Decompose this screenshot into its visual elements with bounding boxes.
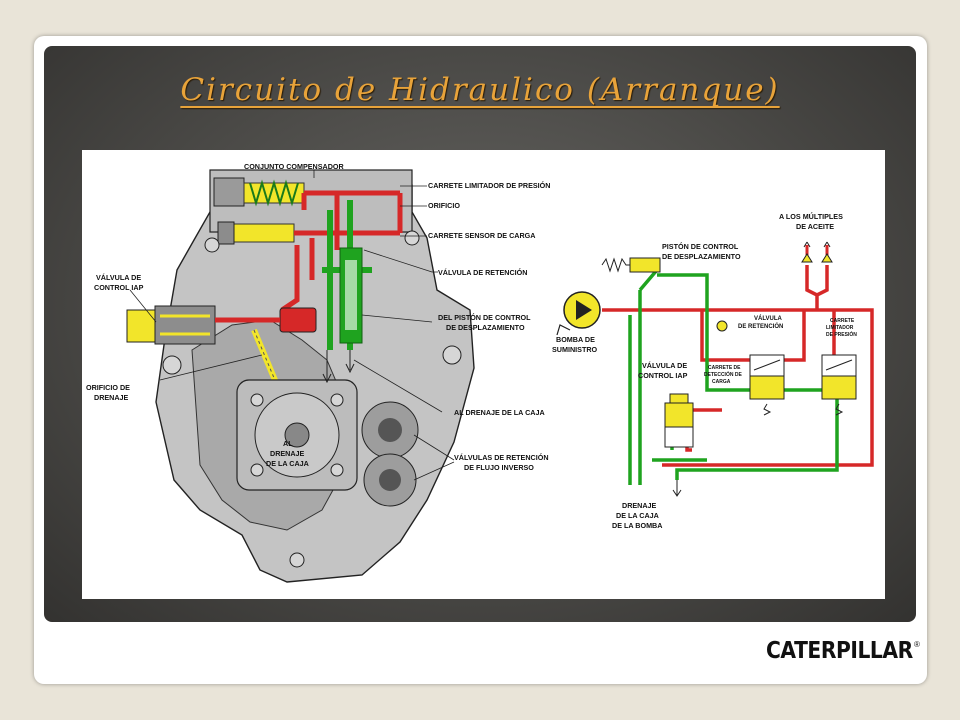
red-passages-mid — [280, 238, 315, 313]
reverse-check-valve-upper-core — [378, 418, 402, 442]
supply-pump-arrow — [576, 300, 592, 320]
label-carrete-det-3: CARGA — [712, 379, 731, 385]
red-sensor-loop — [700, 310, 806, 362]
label-multiples-1: A LOS MÚLTIPLES — [779, 212, 843, 221]
shaft — [284, 422, 310, 448]
label-valvulas-flujo-1: VÁLVULAS DE RETENCIÓN — [454, 453, 549, 462]
label-valvulas-flujo-2: DE FLUJO INVERSO — [464, 463, 534, 472]
label-conjunto-compensador: CONJUNTO COMPENSADOR — [244, 162, 345, 171]
label-al-drenaje-caja: AL DRENAJE DE LA CAJA — [454, 408, 545, 417]
manifold-check-valves — [801, 253, 833, 263]
red-main-line — [602, 308, 874, 467]
slide-title: Circuito de Hidraulico (Arranque) — [180, 72, 780, 108]
label-carrete-lim-1: CARRETE — [830, 318, 855, 324]
label-orificio: ORIFICIO — [428, 201, 460, 210]
displacement-piston-spring — [601, 257, 630, 273]
label-carrete-det-1: CARRETE DE — [708, 365, 741, 371]
check-valve-symbol — [716, 320, 728, 332]
hydraulic-schematic — [556, 241, 874, 497]
housing-bolts — [162, 230, 462, 568]
label-bomba-1: BOMBA DE — [556, 335, 595, 344]
iap-schematic-upper — [664, 402, 694, 428]
red-passages-top — [294, 190, 403, 250]
label-multiples-2: DE ACEITE — [796, 222, 834, 231]
green-valve-bore — [345, 260, 357, 330]
pressure-limiter-spring — [825, 359, 853, 416]
label-carrete-limitador: CARRETE LIMITADOR DE PRESIÓN — [428, 181, 550, 190]
pressure-limiter-spool — [821, 375, 857, 400]
label-carrete-sensor: CARRETE SENSOR DE CARGA — [428, 231, 535, 240]
diagram-svg: CONJUNTO COMPENSADOR CARRETE LIMITADOR D… — [86, 162, 874, 583]
label-valvula-iap-r-2: CONTROL IAP — [638, 371, 688, 380]
red-piston — [279, 307, 317, 333]
label-orificio-drenaje-1: ORIFICIO DE — [86, 383, 130, 392]
manifold-arrows — [803, 241, 831, 248]
drain-arrow — [672, 480, 682, 497]
displacement-piston — [629, 257, 661, 273]
drain-orifice-line — [253, 329, 278, 386]
label-valvula-iap-1: VÁLVULA DE — [96, 273, 141, 282]
load-sensing-spool — [749, 375, 785, 400]
registered-mark: ® — [914, 640, 920, 649]
label-al-drenaje-2: DRENAJE — [270, 449, 305, 458]
red-manifold-outlets — [805, 245, 829, 260]
label-piston-2: DE DESPLAZAMIENTO — [446, 323, 525, 332]
iap-schematic-lower — [664, 426, 694, 448]
iap-valve-coil — [126, 309, 156, 343]
label-orificio-drenaje-2: DRENAJE — [94, 393, 129, 402]
iap-schematic-coil — [669, 393, 689, 404]
label-carrete-det-2: DETECCIÓN DE — [704, 370, 742, 378]
pump-cutaway — [126, 169, 475, 583]
label-valvula-ret-2: DE RETENCIÓN — [738, 322, 783, 330]
iap-valve-body — [154, 305, 216, 345]
load-sensing-spring — [753, 359, 781, 416]
flow-arrows — [322, 350, 355, 384]
compensator-cap — [213, 177, 245, 207]
label-piston-ctrl-2: DE DESPLAZAMIENTO — [662, 252, 741, 261]
label-al-drenaje-1: AL — [283, 439, 293, 448]
label-valvula-iap-2: CONTROL IAP — [94, 283, 144, 292]
red-manifold-branch — [805, 265, 829, 310]
label-bomba-2: SUMINISTRO — [552, 345, 598, 354]
label-valvula-ret-1: VÁLVULA — [754, 315, 783, 322]
iap-valve-stem — [160, 314, 210, 336]
hydraulic-diagram: CONJUNTO COMPENSADOR CARRETE LIMITADOR D… — [82, 150, 885, 599]
reverse-check-valve-lower-core — [379, 469, 401, 491]
label-drenaje-1: DRENAJE — [622, 501, 657, 510]
label-drenaje-3: DE LA BOMBA — [612, 521, 662, 530]
pump-drain-hook — [556, 324, 571, 336]
label-valvula-iap-r-1: VÁLVULA DE — [642, 361, 687, 370]
label-carrete-lim-2: LIMITADOR — [826, 325, 854, 331]
label-drenaje-2: DE LA CAJA — [616, 511, 659, 520]
label-carrete-lim-3: DE PRESIÓN — [826, 330, 857, 338]
label-piston-ctrl-1: PISTÓN DE CONTROL — [662, 242, 739, 251]
green-drain-lines — [628, 290, 642, 485]
left-leader-lines — [129, 170, 455, 481]
limiter-spring — [249, 179, 299, 207]
label-valvula-retencion: VÁLVULA DE RETENCIÓN — [438, 268, 527, 277]
sensor-cap — [217, 221, 235, 245]
caterpillar-logo: CATERPILLAR — [766, 638, 913, 664]
sensor-spool — [231, 223, 295, 243]
label-al-drenaje-3: DE LA CAJA — [266, 459, 309, 468]
label-piston-1: DEL PISTÓN DE CONTROL — [438, 313, 531, 322]
